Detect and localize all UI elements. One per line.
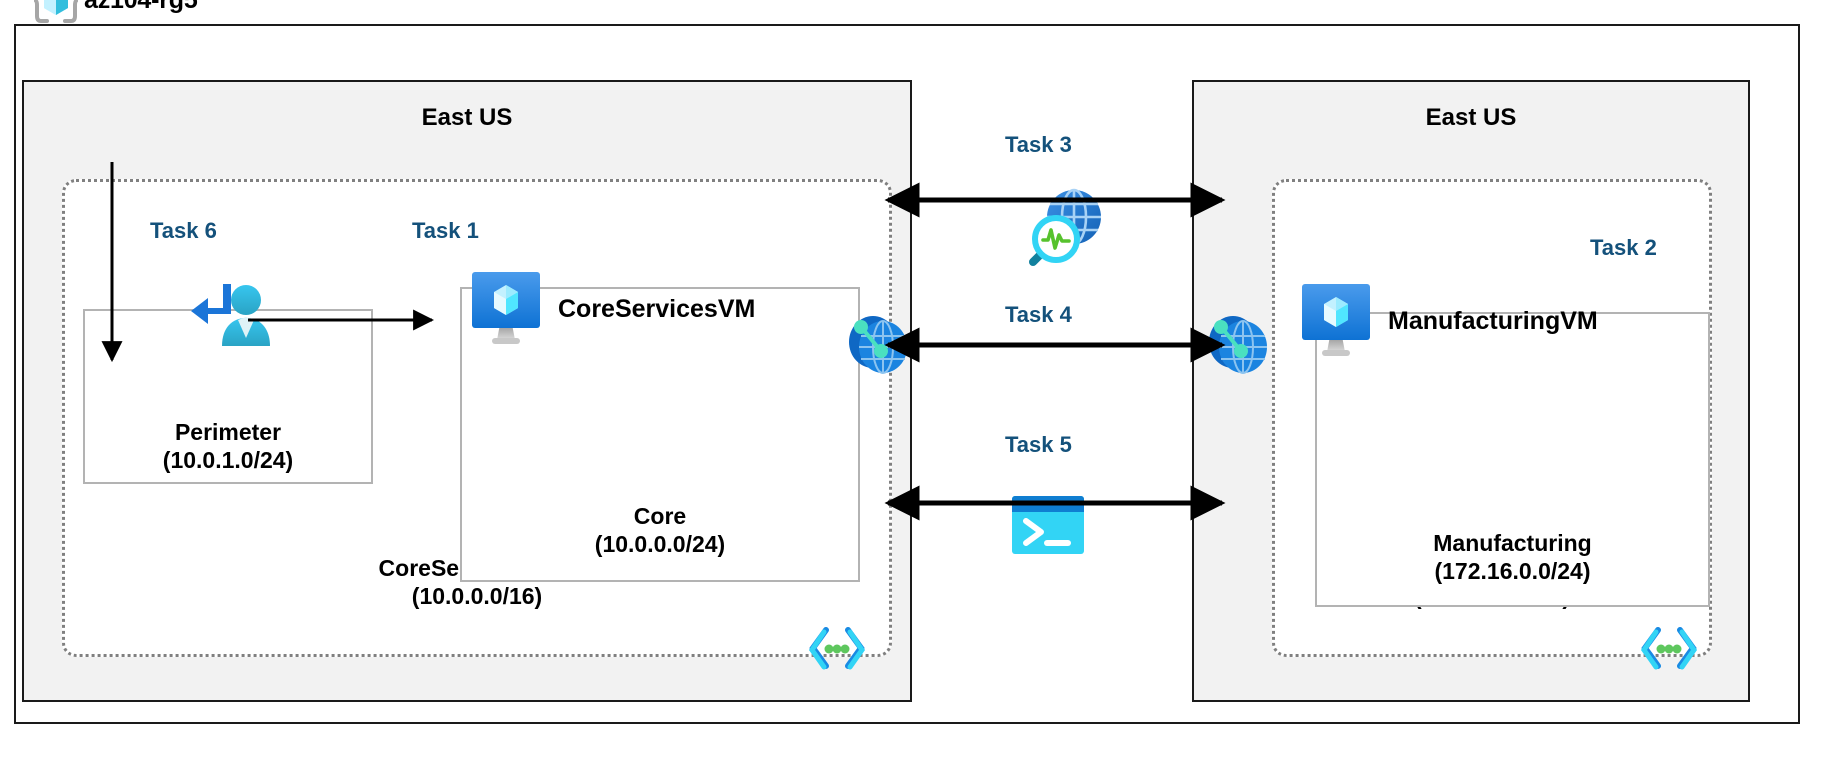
subnet-icon (1640, 624, 1698, 672)
subnet-label-core: Core (10.0.0.0/24) (462, 502, 858, 558)
subnet-name-perimeter: Perimeter (174, 418, 282, 445)
vnet-box-manufacturingvnet: ManufacturingVnet (172.16.0.0/16) Manufa… (1272, 179, 1712, 657)
subnet-name-manufacturing: Manufacturing (1433, 529, 1592, 556)
vm-coreservicesvm: CoreServicesVM (470, 270, 755, 348)
region-title-left: East US (421, 104, 513, 131)
bastion-icon (188, 280, 280, 352)
subnet-name-core: Core (633, 502, 687, 529)
subnet-cidr-perimeter: (10.0.1.0/24) (162, 446, 294, 473)
task-label-4: Task 4 (1005, 302, 1072, 327)
task-label-1: Task 1 (412, 218, 479, 243)
vm-name-manufacturingvm: ManufacturingVM (1388, 306, 1598, 335)
virtual-machine-icon (470, 270, 542, 348)
subnet-box-manufacturing: Manufacturing (172.16.0.0/24) (1315, 312, 1710, 607)
resource-group-icon (34, 0, 78, 24)
vnet-box-coreservicesvnet: CoreServicesVnet (10.0.0.0/16) Perimeter… (62, 179, 892, 657)
virtual-network-icon (1205, 312, 1271, 378)
vm-manufacturingvm: ManufacturingVM (1300, 282, 1598, 360)
vnet-cidr-coreservicesvnet: (10.0.0.0/16) (411, 582, 543, 609)
subnet-label-manufacturing: Manufacturing (172.16.0.0/24) (1317, 529, 1708, 585)
task-label-6: Task 6 (150, 218, 217, 243)
resource-group-header: az104-rg5 (30, 0, 208, 24)
cloud-shell-icon (1010, 494, 1086, 556)
region-title-right: East US (1425, 104, 1517, 131)
virtual-network-icon (845, 312, 911, 378)
subnet-icon (808, 624, 866, 672)
subnet-cidr-manufacturing: (172.16.0.0/24) (1434, 557, 1591, 584)
virtual-machine-icon (1300, 282, 1372, 360)
resource-group-name: az104-rg5 (84, 0, 198, 15)
region-box-east-us-left: East US CoreServicesVnet (10.0.0.0/16) P… (22, 80, 912, 702)
task-label-2: Task 2 (1590, 235, 1657, 260)
subnet-cidr-core: (10.0.0.0/24) (594, 530, 726, 557)
task-label-5: Task 5 (1005, 432, 1072, 457)
network-watcher-icon (1022, 183, 1108, 269)
task-label-3: Task 3 (1005, 132, 1072, 157)
vm-name-coreservicesvm: CoreServicesVM (558, 294, 756, 323)
subnet-label-perimeter: Perimeter (10.0.1.0/24) (85, 418, 371, 474)
subnet-box-core: Core (10.0.0.0/24) (460, 287, 860, 582)
region-box-east-us-right: East US ManufacturingVnet (172.16.0.0/16… (1192, 80, 1750, 702)
